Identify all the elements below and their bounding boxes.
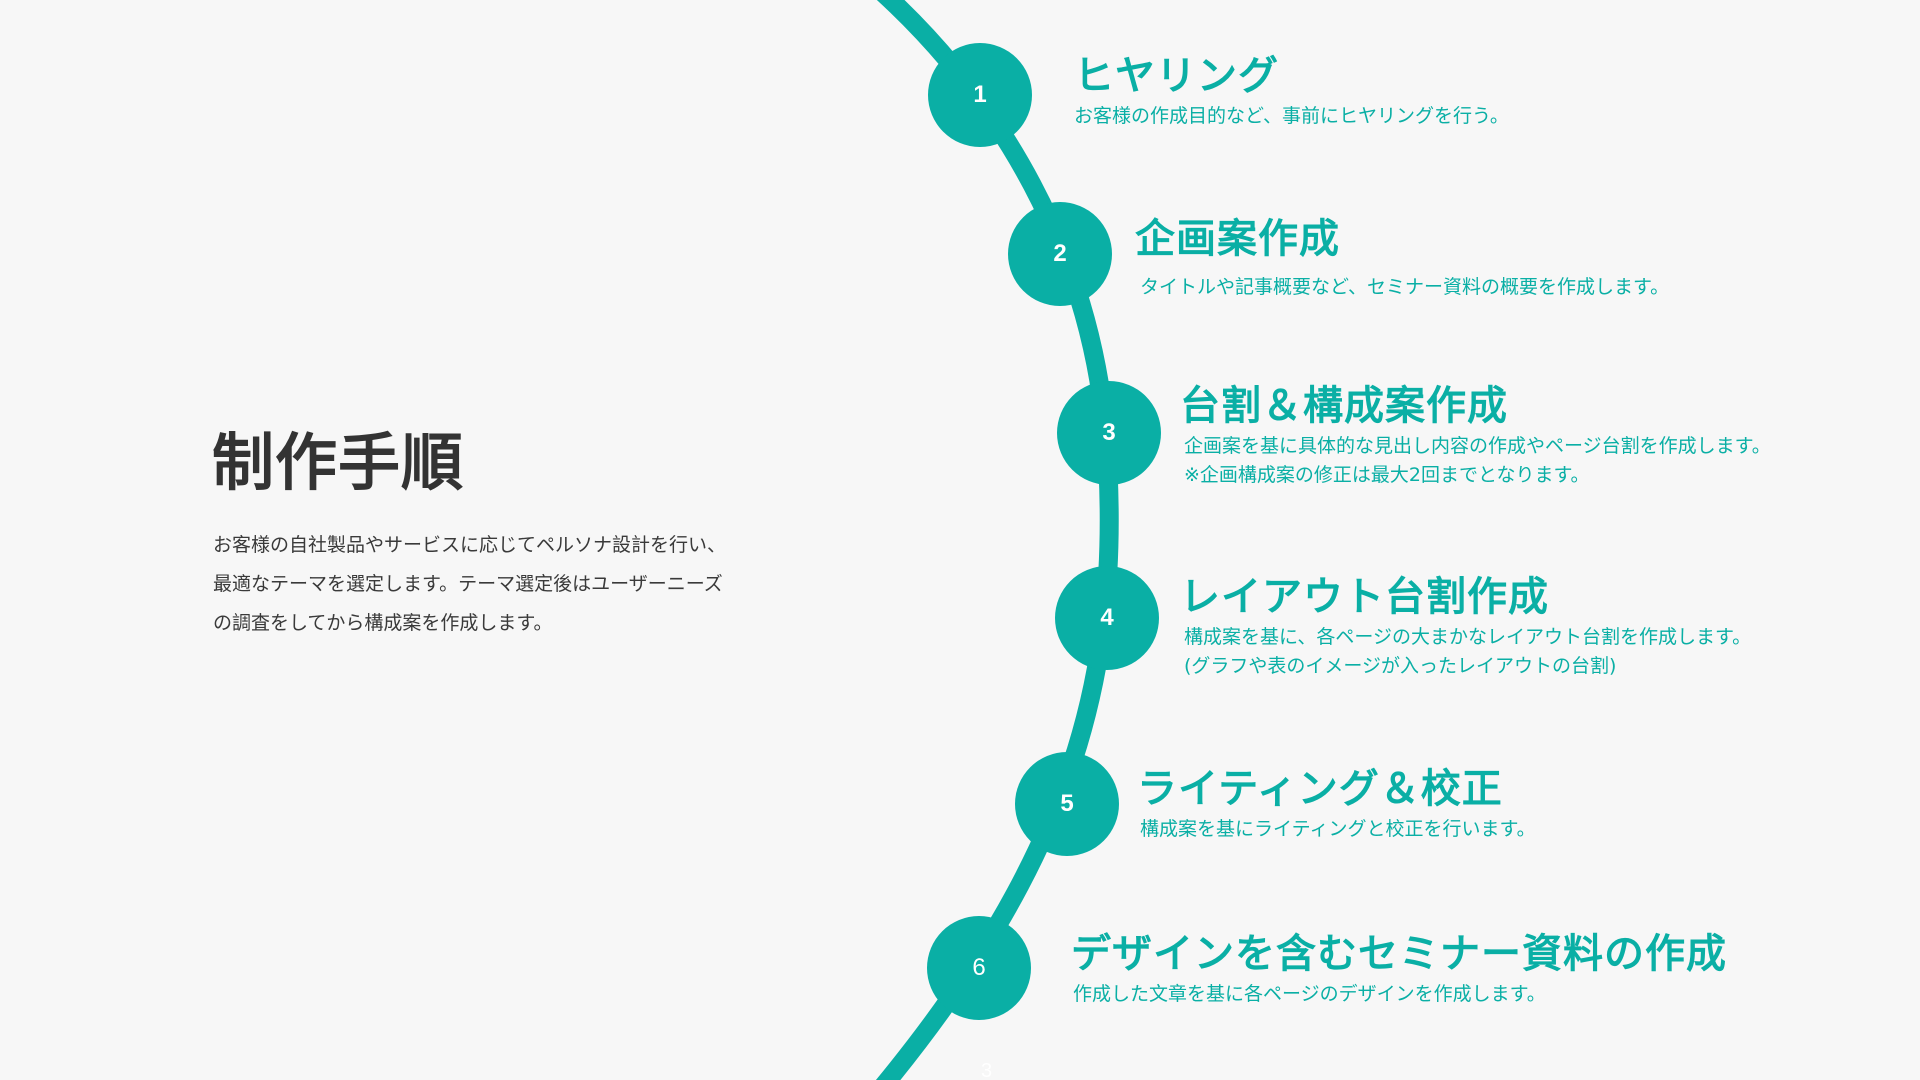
step-4-text: レイアウト台割作成 構成案を基に、各ページの大まかなレイアウト台割を作成します。… bbox=[1180, 573, 1751, 681]
step-1-title: ヒヤリング bbox=[1074, 53, 1279, 99]
step-1-desc: お客様の作成目的など、事前にヒヤリングを行う。 bbox=[1074, 105, 1509, 127]
step-3-number: 3 bbox=[1102, 419, 1116, 446]
step-1-text: ヒヤリング お客様の作成目的など、事前にヒヤリングを行う。 bbox=[1074, 52, 1509, 131]
step-4-desc-line-2: (グラフや表のイメージが入ったレイアウトの台割) bbox=[1184, 655, 1617, 677]
step-2-desc: タイトルや記事概要など、セミナー資料の概要を作成します。 bbox=[1140, 276, 1670, 298]
step-5-circle: 5 bbox=[1015, 752, 1119, 856]
step-2-circle: 2 bbox=[1008, 202, 1112, 306]
step-1-circle: 1 bbox=[928, 43, 1032, 147]
bottom-mark: 3 bbox=[981, 1060, 993, 1080]
step-4-title: レイアウト台割作成 bbox=[1180, 574, 1549, 620]
step-2-text: 企画案作成 タイトルや記事概要など、セミナー資料の概要を作成します。 bbox=[1135, 215, 1669, 302]
description-line: 最適なテーマを選定します。テーマ選定後はユーザーニーズ bbox=[213, 573, 723, 595]
step-3-title: 台割＆構成案作成 bbox=[1180, 383, 1508, 429]
step-6-text: デザインを含むセミナー資料の作成 作成した文章を基に各ページのデザインを作成しま… bbox=[1071, 930, 1727, 1009]
step-4-number: 4 bbox=[1100, 604, 1114, 631]
step-4-circle: 4 bbox=[1055, 566, 1159, 670]
step-5-number: 5 bbox=[1060, 790, 1074, 817]
page-title: 制作手順 bbox=[212, 426, 465, 499]
step-6-desc: 作成した文章を基に各ページのデザインを作成します。 bbox=[1073, 983, 1546, 1005]
description-line: お客様の自社製品やサービスに応じてペルソナ設計を行い、 bbox=[213, 534, 727, 556]
step-3-desc-line-1: 企画案を基に具体的な見出し内容の作成やページ台割を作成します。 bbox=[1184, 435, 1771, 457]
step-3-circle: 3 bbox=[1057, 381, 1161, 485]
step-4-desc-line-1: 構成案を基に、各ページの大まかなレイアウト台割を作成します。 bbox=[1184, 626, 1752, 648]
step-6-title: デザインを含むセミナー資料の作成 bbox=[1071, 931, 1727, 977]
step-1-number: 1 bbox=[973, 81, 987, 108]
step-2-number: 2 bbox=[1053, 240, 1067, 267]
step-3-text: 台割＆構成案作成 企画案を基に具体的な見出し内容の作成やページ台割を作成します。… bbox=[1180, 382, 1771, 490]
step-6-circle: 6 bbox=[927, 916, 1031, 1020]
step-5-desc: 構成案を基にライティングと校正を行います。 bbox=[1140, 818, 1536, 840]
step-5-title: ライティング＆校正 bbox=[1137, 766, 1503, 812]
description-line: の調査をしてから構成案を作成します。 bbox=[213, 612, 553, 634]
step-5-text: ライティング＆校正 構成案を基にライティングと校正を行います。 bbox=[1137, 765, 1536, 844]
step-3-desc-line-2: ※企画構成案の修正は最大2回までとなります。 bbox=[1184, 464, 1590, 486]
step-2-title: 企画案作成 bbox=[1135, 216, 1340, 262]
page-description: お客様の自社製品やサービスに応じてペルソナ設計を行い、 最適なテーマを選定します… bbox=[213, 526, 793, 643]
step-6-number: 6 bbox=[972, 954, 986, 981]
